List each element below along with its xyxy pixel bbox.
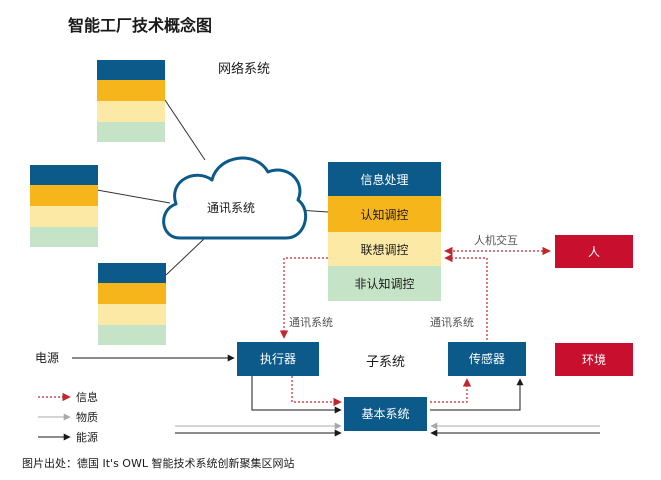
cognitive-control-label: 认知调控 (360, 208, 408, 222)
info-processing-block: 信息处理 认知调控 联想调控 非认知调控 (328, 162, 441, 301)
info-to-actuator-arrow (279, 257, 328, 339)
legend-material-label: 物质 (76, 410, 98, 424)
network-node-left (30, 165, 98, 247)
base-to-sensor-energy (430, 378, 524, 411)
sensor-box: 传感器 (448, 342, 526, 376)
hmi-label: 人机交互 (474, 233, 518, 247)
cloud-icon: 通讯系统 (162, 156, 308, 240)
non-cognitive-control-label: 非认知调控 (354, 277, 414, 291)
info-processing-header: 信息处理 (360, 172, 408, 187)
network-system-label: 网络系统 (218, 61, 270, 77)
sensor-label: 传感器 (469, 351, 505, 366)
associative-control-label: 联想调控 (360, 242, 408, 257)
comm-left-label: 通讯系统 (289, 316, 333, 329)
actuator-box: 执行器 (237, 342, 319, 376)
comm-right-label: 通讯系统 (430, 316, 474, 329)
environment-box: 环境 (555, 343, 633, 376)
actuator-label: 执行器 (260, 352, 296, 366)
environment-label: 环境 (582, 352, 606, 367)
network-node-top (97, 60, 165, 142)
legend: 信息 物质 能源 (38, 390, 98, 444)
base-to-sensor-info (430, 378, 472, 403)
actuator-to-base-energy (251, 376, 342, 414)
sensor-to-info-arrow (444, 253, 488, 340)
page-title: 智能工厂技术概念图 (68, 16, 212, 35)
network-node-bottom (98, 263, 166, 345)
link-top-node (164, 99, 206, 161)
base-system-box: 基本系统 (344, 397, 427, 431)
cloud-label: 通讯系统 (207, 201, 255, 215)
source-caption: 图片出处：德国 It's OWL 智能技术系统创新聚集区网站 (22, 456, 294, 470)
legend-energy-label: 能源 (76, 430, 98, 444)
human-box: 人 (555, 235, 633, 268)
link-left-node (96, 189, 171, 204)
subsystem-label: 子系统 (366, 355, 405, 370)
base-system-label: 基本系统 (361, 407, 409, 421)
legend-info-label: 信息 (76, 390, 98, 404)
human-label: 人 (588, 245, 600, 259)
link-bottom-node (165, 237, 206, 276)
actuator-to-base-info (291, 376, 342, 407)
power-label: 电源 (35, 351, 59, 365)
